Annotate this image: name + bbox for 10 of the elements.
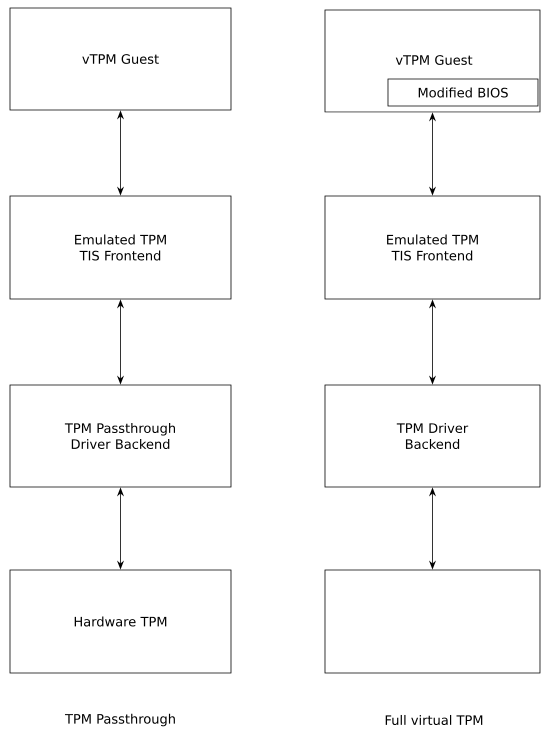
- process-box: TPM Driver Backend: [324, 384, 540, 488]
- process-box: Emulated TPM TIS Frontend: [324, 196, 540, 300]
- process-box: Hardware TPM: [10, 570, 232, 674]
- column-caption: Full virtual TPM: [386, 714, 482, 726]
- column-caption: TPM Passthrough: [64, 714, 175, 726]
- process-box: Emulated TPM TIS Frontend: [10, 196, 232, 300]
- process-box: TPM Passthrough Driver Backend: [10, 384, 232, 488]
- process-box: [324, 570, 540, 674]
- inner-box: Modified BIOS: [388, 78, 538, 106]
- process-box: vTPM Guest: [10, 8, 232, 110]
